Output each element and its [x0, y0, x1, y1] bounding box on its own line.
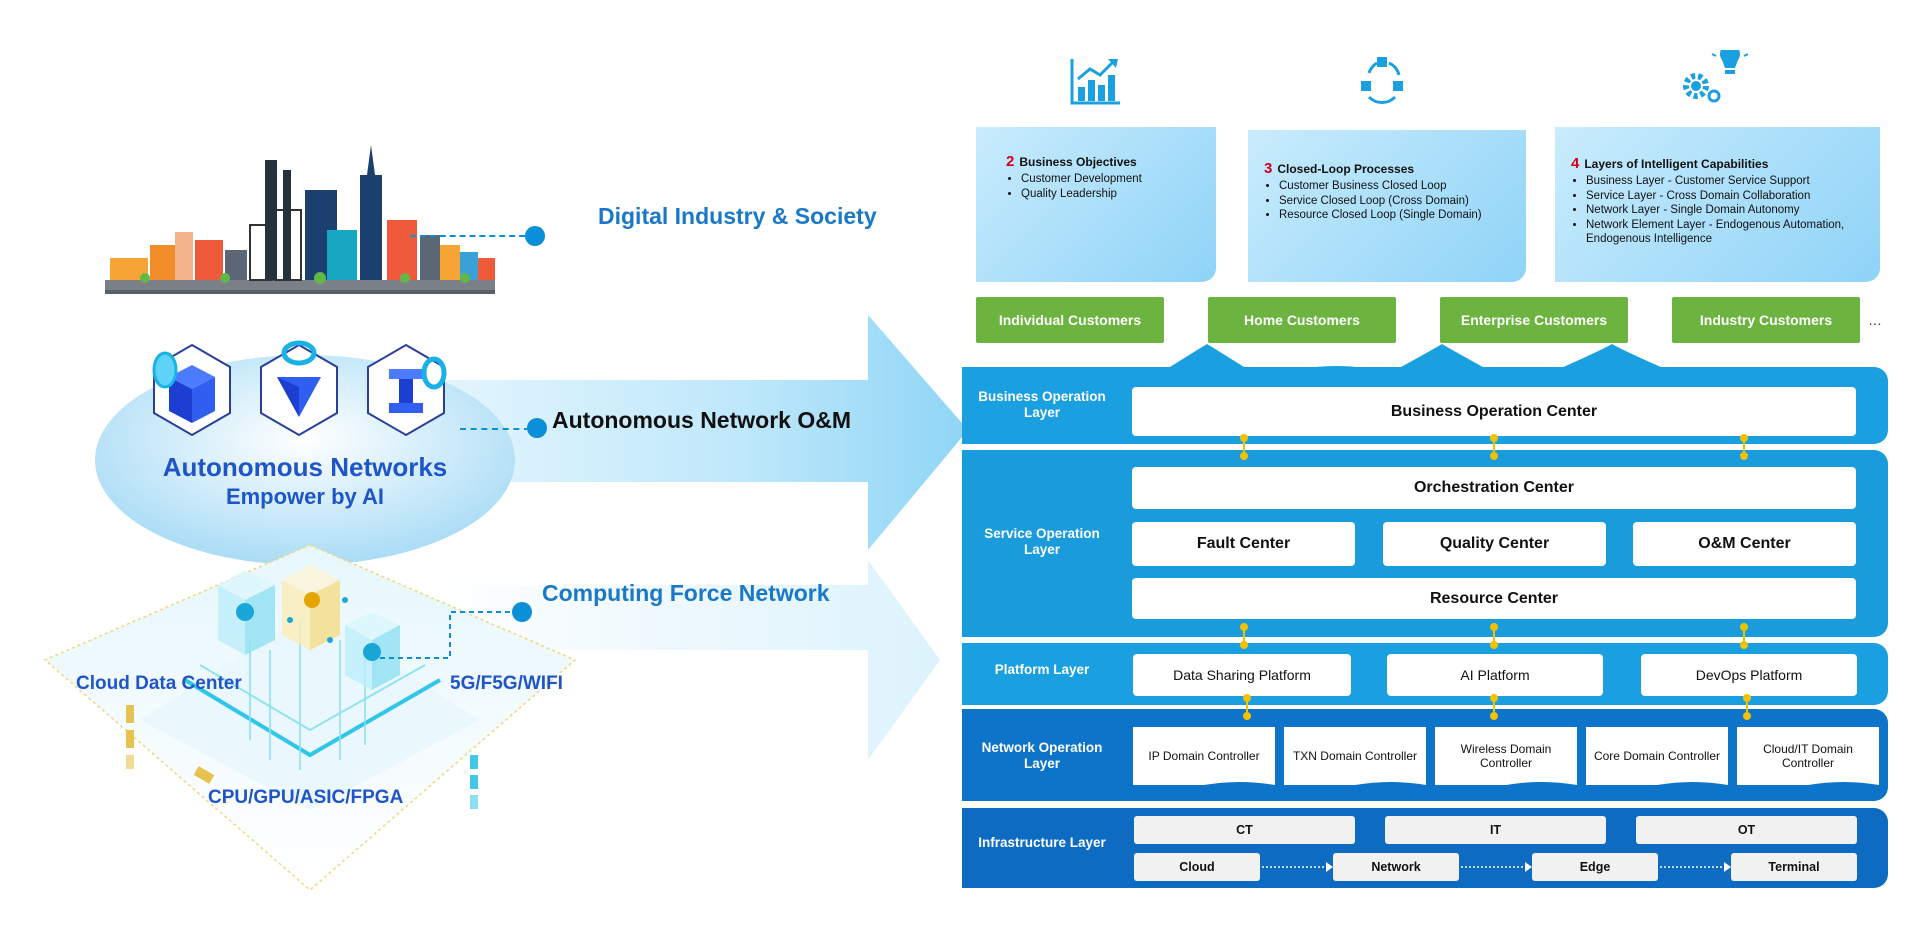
objective-item: Network Layer - Single Domain Autonomy: [1586, 203, 1872, 218]
objective-item: Quality Leadership: [1021, 187, 1216, 202]
infrastructure-layer-label: Infrastructure Layer: [978, 835, 1106, 850]
business-layer-label: Business Operation Layer: [978, 389, 1106, 420]
connector: [1490, 434, 1498, 460]
infra-flow-arrows: [1262, 862, 1731, 872]
connector: [1490, 623, 1498, 649]
objective-item: Network Element Layer - Endogenous Autom…: [1586, 218, 1872, 247]
objective-box: 2 Business Objectives Customer Developmen…: [976, 127, 1216, 282]
objective-item: Service Layer - Cross Domain Collaborati…: [1586, 189, 1872, 204]
objective-box: 4 Layers of Intelligent Capabilities Busi…: [1555, 127, 1880, 282]
business-operation-center: Business Operation Center: [1132, 387, 1856, 436]
objective-title: Business Objectives: [1019, 155, 1137, 169]
controller-wave-edges: [1133, 782, 1879, 791]
core-domain-controller: Core Domain Controller: [1586, 727, 1728, 785]
objective-item: Service Closed Loop (Cross Domain): [1279, 194, 1526, 209]
objective-item: Resource Closed Loop (Single Domain): [1279, 208, 1526, 223]
objective-number: 2: [1006, 153, 1015, 170]
om-center: O&M Center: [1633, 522, 1856, 566]
connector-dot: [512, 602, 532, 622]
autonomous-networks-title: Autonomous Networks: [162, 452, 448, 482]
cycle-icon: [1361, 57, 1403, 104]
connector: [1743, 694, 1751, 720]
objective-number: 3: [1264, 160, 1273, 177]
connector-line: [460, 428, 530, 430]
objective-item: Customer Business Closed Loop: [1279, 179, 1526, 194]
ai-platform: AI Platform: [1387, 654, 1603, 696]
resource-center: Resource Center: [1132, 578, 1856, 619]
infra-terminal: Terminal: [1731, 853, 1857, 881]
autonomous-networks-subtitle: Empower by AI: [225, 484, 385, 509]
customer-industry: Industry Customers: [1672, 297, 1860, 343]
connector: [1240, 434, 1248, 460]
computing-force-label: Computing Force Network: [542, 580, 830, 606]
quality-center: Quality Center: [1383, 522, 1606, 566]
customer-enterprise: Enterprise Customers: [1440, 297, 1628, 343]
infra-ot: OT: [1636, 816, 1857, 844]
service-layer-label: Service Operation Layer: [984, 526, 1100, 557]
devops-platform: DevOps Platform: [1641, 654, 1857, 696]
objective-box: 3 Closed-Loop Processes Customer Business…: [1248, 130, 1526, 282]
customers-more: …: [1868, 312, 1882, 328]
infra-network: Network: [1333, 853, 1459, 881]
chips-label: CPU/GPU/ASIC/FPGA: [208, 787, 404, 808]
connector: [1740, 623, 1748, 649]
connector-line: [410, 235, 535, 237]
connector: [1240, 623, 1248, 649]
infra-ct: CT: [1134, 816, 1355, 844]
connector-dot: [527, 418, 547, 438]
connector: [1490, 694, 1498, 720]
fault-center: Fault Center: [1132, 522, 1355, 566]
objective-item: Customer Development: [1021, 172, 1216, 187]
connector: [1740, 434, 1748, 460]
big-arrow: [43, 315, 968, 891]
city-skyline-icon: [105, 145, 495, 294]
network-layer-label: Network Operation Layer: [981, 740, 1103, 771]
infra-edge: Edge: [1532, 853, 1658, 881]
wireless-label: 5G/F5G/WIFI: [450, 673, 563, 694]
digital-industry-label: Digital Industry & Society: [598, 203, 877, 229]
platform-layer-label: Platform Layer: [994, 662, 1090, 677]
connector: [1243, 694, 1251, 720]
orchestration-center: Orchestration Center: [1132, 467, 1856, 509]
customer-home: Home Customers: [1208, 297, 1396, 343]
wireless-domain-controller: Wireless Domain Controller: [1435, 727, 1577, 785]
cloud-data-center-label: Cloud Data Center: [76, 673, 242, 694]
objective-title: Closed-Loop Processes: [1277, 162, 1415, 176]
infra-cloud: Cloud: [1134, 853, 1260, 881]
data-sharing-platform: Data Sharing Platform: [1133, 654, 1351, 696]
connector-dot: [525, 226, 545, 246]
infra-it: IT: [1385, 816, 1606, 844]
ip-domain-controller: IP Domain Controller: [1133, 727, 1275, 785]
autonomous-om-label: Autonomous Network O&M: [552, 407, 851, 433]
txn-domain-controller: TXN Domain Controller: [1284, 727, 1426, 785]
bar-chart-icon: [1070, 59, 1120, 105]
cloud-it-domain-controller: Cloud/IT Domain Controller: [1737, 727, 1879, 785]
connector-line: [380, 611, 525, 659]
objective-title: Layers of Intelligent Capabilities: [1584, 157, 1769, 171]
objective-number: 4: [1571, 155, 1580, 172]
customer-individual: Individual Customers: [976, 297, 1164, 343]
gear-bulb-icon: [1683, 50, 1748, 103]
objective-item: Business Layer - Customer Service Suppor…: [1586, 174, 1872, 189]
autonomous-network-icons: [152, 340, 447, 437]
